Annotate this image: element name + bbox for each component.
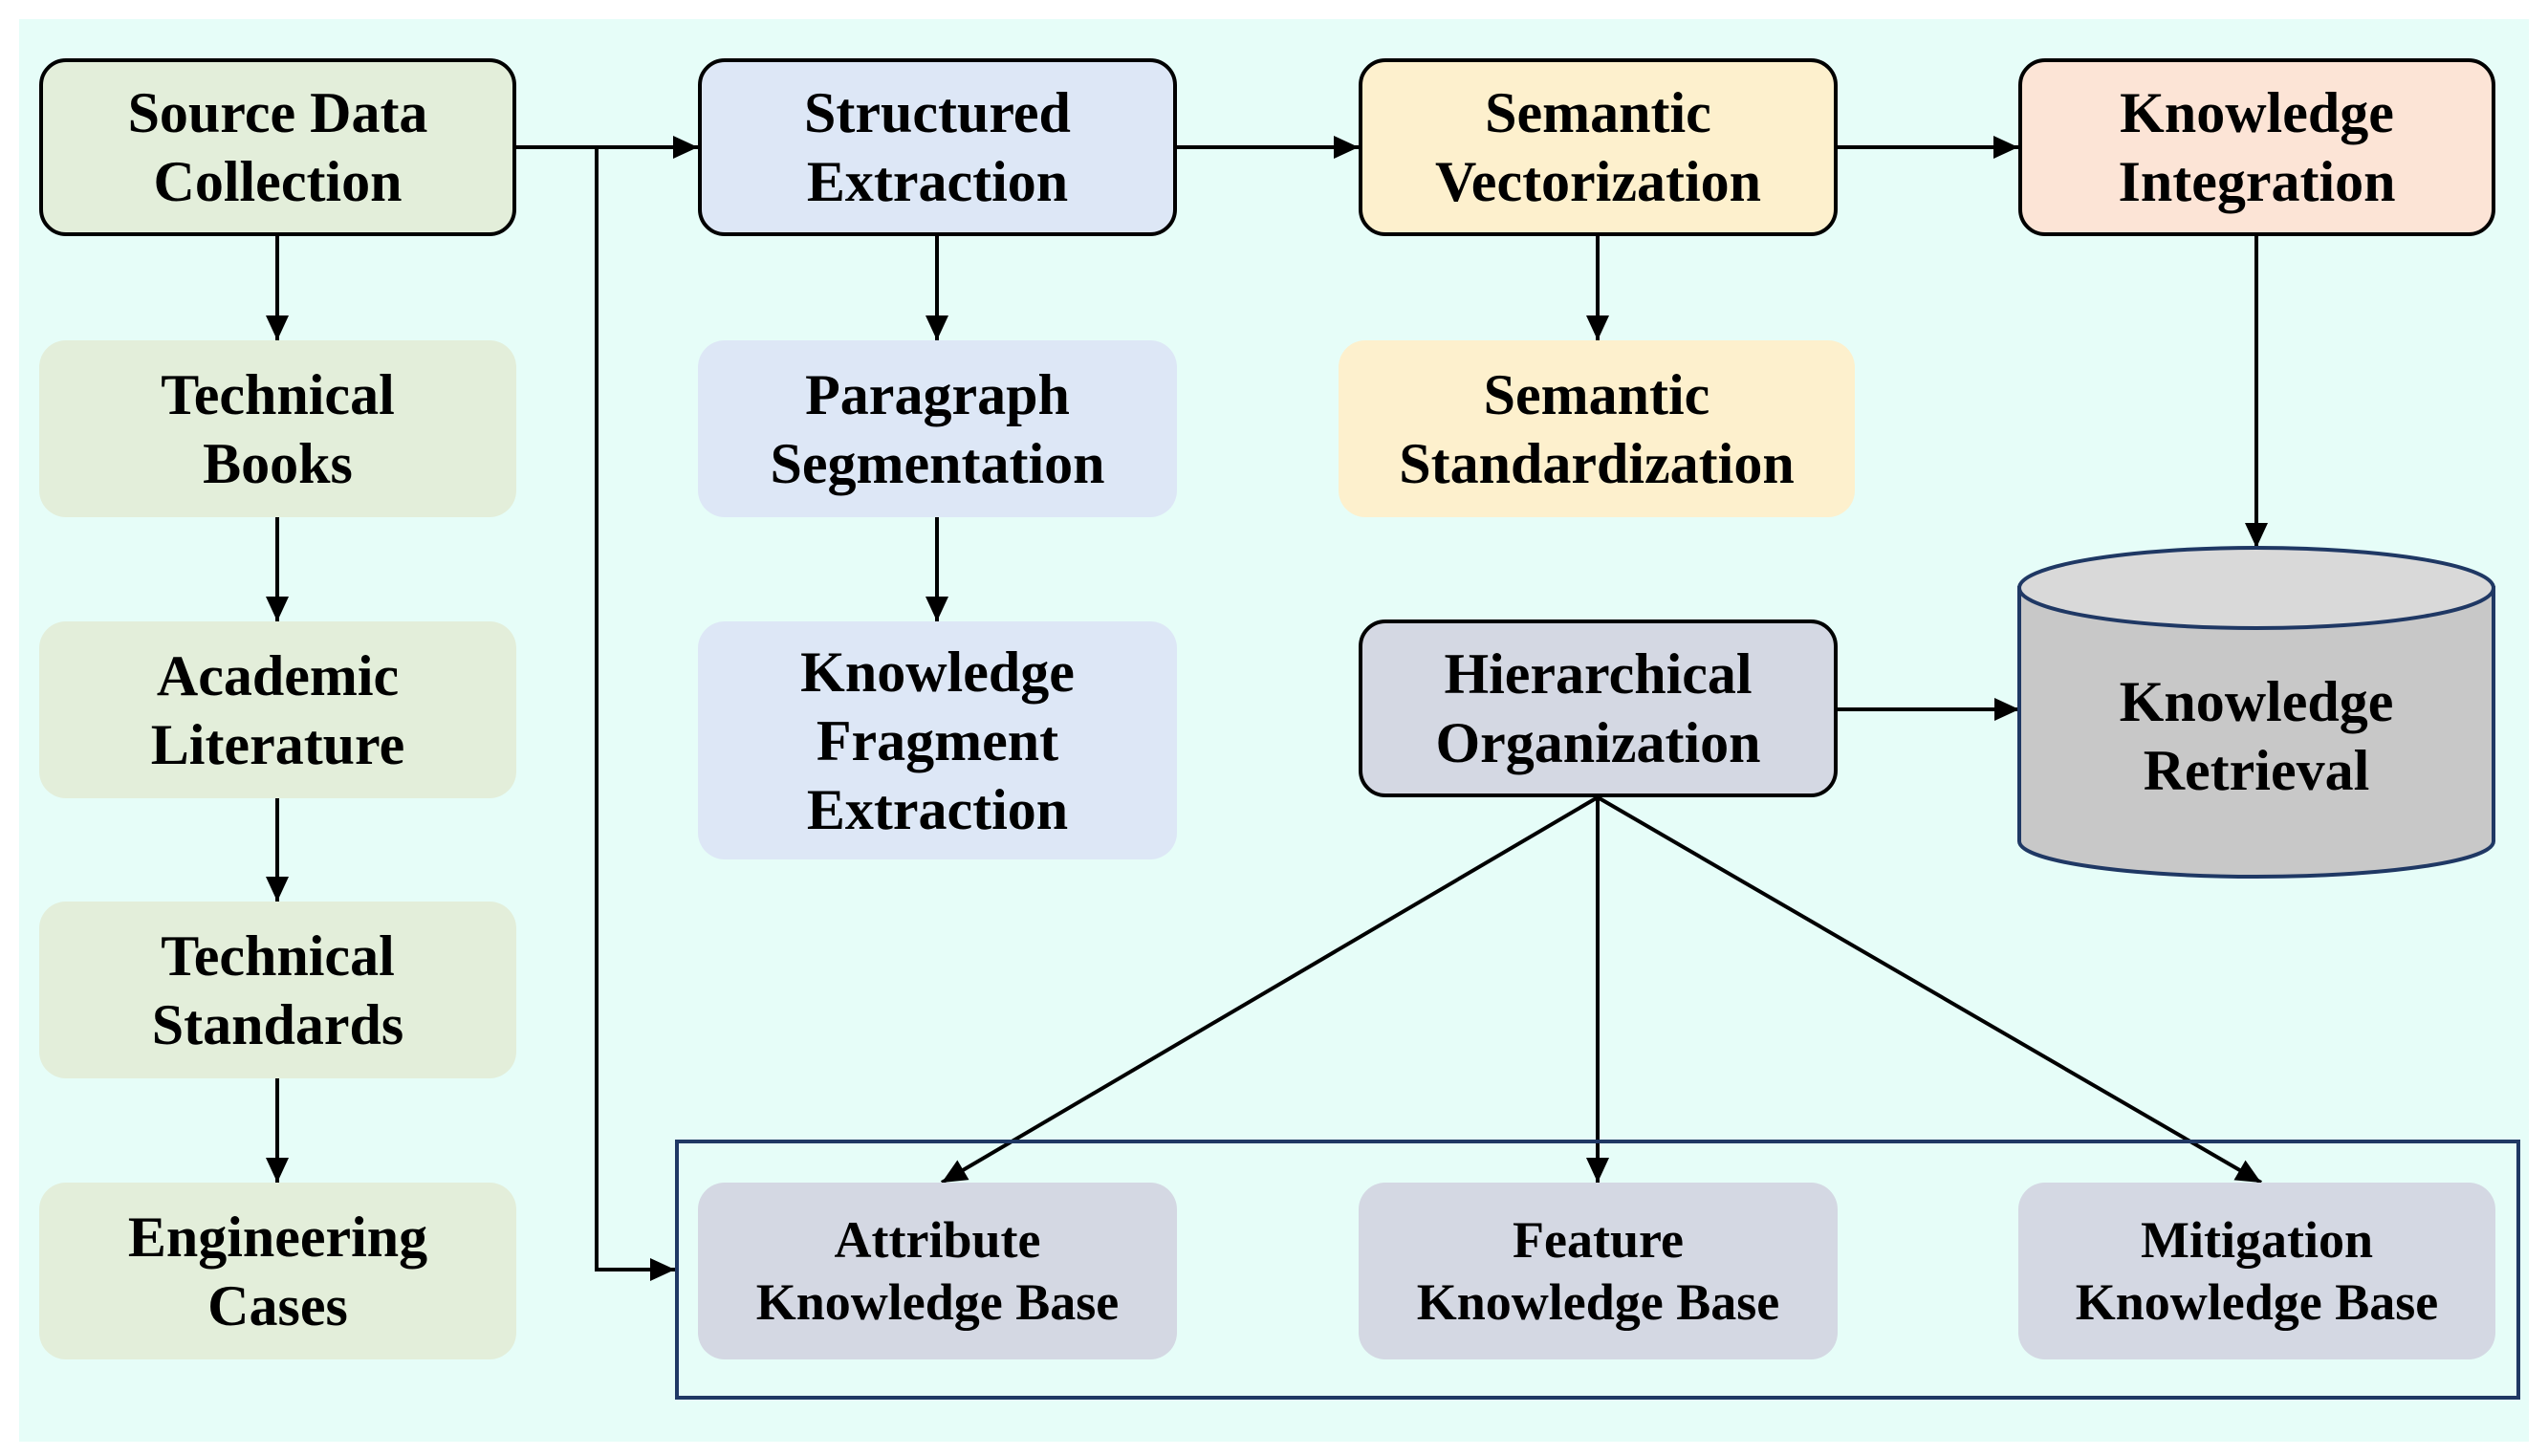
knowledge-retrieval-label: Knowledge Retrieval	[2119, 670, 2394, 802]
arrow-books-to-academic-literature-head	[266, 597, 289, 621]
arrow-literature-to-technical-standards-head	[266, 877, 289, 902]
arrow-organization-to-mitigation-kb-head	[2233, 1160, 2261, 1183]
academic-literature-node: Academic Literature	[39, 621, 516, 798]
semantic-vectorization-node: Semantic Vectorization	[1359, 58, 1838, 236]
arrow-integration-to-retrieval-head	[2245, 523, 2268, 548]
technical-standards-node: Technical Standards	[39, 902, 516, 1078]
knowledge-fragment-extraction-node: Knowledge Fragment Extraction	[698, 621, 1177, 859]
arrow-source-to-structured-extraction-head	[673, 136, 698, 159]
arrow-source-to-technical-books-head	[266, 315, 289, 340]
structured-extraction-node: Structured Extraction	[698, 58, 1177, 236]
arrow-segmentation-to-fragment-extraction-head	[926, 597, 948, 621]
arrow-organization-to-attribute-kb	[940, 795, 1600, 1184]
arrow-extraction-to-vectorization-head	[1334, 136, 1359, 159]
attribute-knowledge-base-node: Attribute Knowledge Base	[698, 1183, 1177, 1359]
hierarchical-organization-node: Hierarchical Organization	[1359, 619, 1838, 797]
arrow-vectorization-to-integration-head	[1993, 136, 2018, 159]
arrow-source-to-knowledge-base-frame-head	[650, 1258, 675, 1281]
technical-books-node: Technical Books	[39, 340, 516, 517]
arrow-source-to-knowledge-base-frame	[595, 147, 675, 1271]
arrow-organization-to-feature-kb-head	[1586, 1158, 1609, 1183]
knowledge-integration-node: Knowledge Integration	[2018, 58, 2495, 236]
semantic-standardization-node: Semantic Standardization	[1339, 340, 1855, 517]
source-data-collection-node: Source Data Collection	[39, 58, 516, 236]
engineering-cases-node: Engineering Cases	[39, 1183, 516, 1359]
arrow-organization-to-mitigation-kb	[1596, 795, 2263, 1184]
arrow-vectorization-to-standardization-head	[1586, 315, 1609, 340]
arrow-organization-to-attribute-kb-head	[942, 1160, 969, 1183]
feature-knowledge-base-node: Feature Knowledge Base	[1359, 1183, 1838, 1359]
arrow-standards-to-engineering-cases-head	[266, 1158, 289, 1183]
paragraph-segmentation-node: Paragraph Segmentation	[698, 340, 1177, 517]
mitigation-knowledge-base-node: Mitigation Knowledge Base	[2018, 1183, 2495, 1359]
arrow-extraction-to-paragraph-segmentation-head	[926, 315, 948, 340]
knowledge-retrieval-database-icon	[2017, 546, 2495, 879]
arrow-organization-to-retrieval-head	[1994, 698, 2019, 721]
knowledge-base-group-frame	[675, 1140, 2520, 1400]
